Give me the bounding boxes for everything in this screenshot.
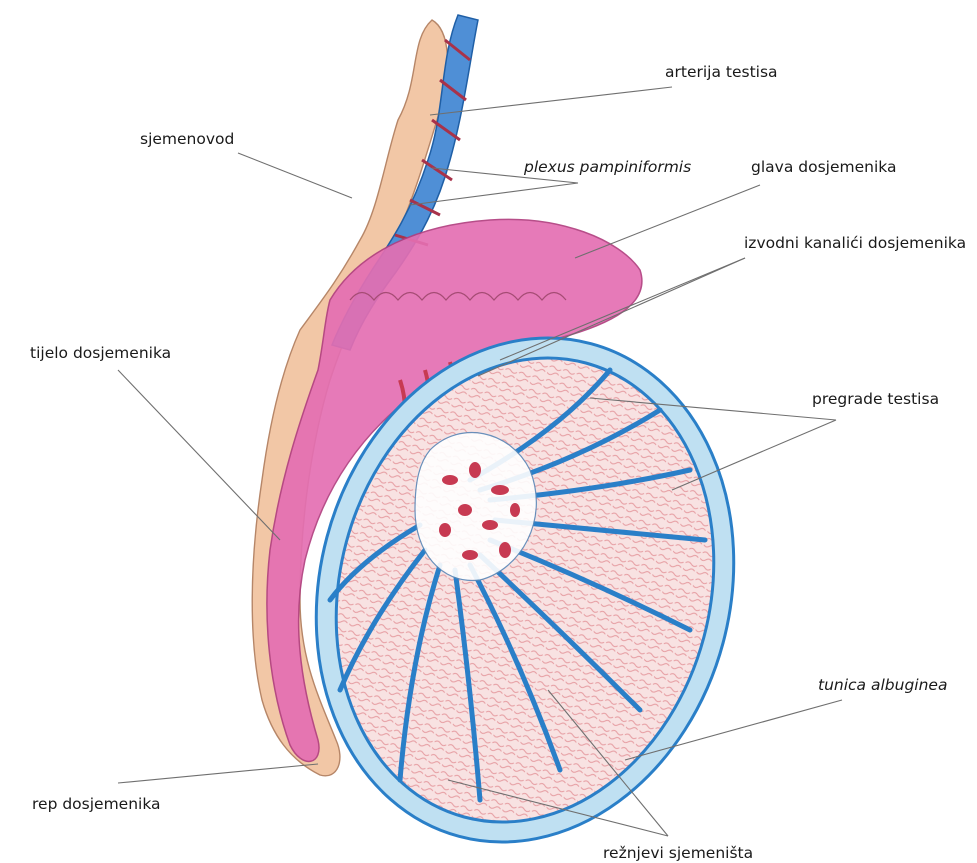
- label-plexus-pampiniformis: plexus pampiniformis: [523, 158, 691, 176]
- label-reznjevi-sjemenista: režnjevi sjemeništa: [603, 844, 753, 862]
- label-tunica-albuginea: tunica albuginea: [818, 676, 947, 694]
- leader-rep: [118, 764, 318, 783]
- label-sjemenovod: sjemenovod: [140, 130, 234, 148]
- label-izvodni-kanalici: izvodni kanalići dosjemenika: [744, 234, 966, 252]
- leader-arterija: [430, 87, 672, 115]
- label-tijelo-dosjemenika: tijelo dosjemenika: [30, 344, 171, 362]
- label-glava-dosjemenika: glava dosjemenika: [751, 158, 896, 176]
- label-pregrade-testisa: pregrade testisa: [812, 390, 939, 408]
- leader-tijelo: [118, 370, 280, 540]
- label-rep-dosjemenika: rep dosjemenika: [32, 795, 161, 813]
- label-arterija-testisa: arterija testisa: [665, 63, 778, 81]
- leader-sjemenovod: [238, 153, 352, 198]
- leader-glava: [575, 185, 760, 258]
